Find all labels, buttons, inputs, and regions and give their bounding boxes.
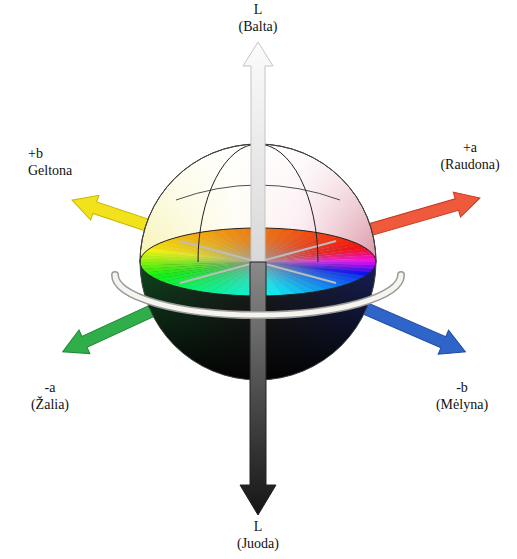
hue-ring-edge (115, 275, 401, 315)
axis-label: L (Juoda) (237, 519, 279, 553)
axis-label-slot: -a (Žalia) (31, 380, 69, 414)
axis-label-slot: +a (Raudona) (440, 140, 499, 174)
axis-label-slot: -b (Mėlyna) (436, 380, 488, 414)
axis-label-slot: L (Balta) (239, 2, 278, 36)
axis-label: -a (Žalia) (31, 380, 69, 414)
axis-label: L (Balta) (239, 2, 278, 36)
axis-label-slot: +b Geltona (28, 146, 72, 180)
axis-label-slot: L (Juoda) (237, 519, 279, 553)
white-axis-arrow (243, 42, 273, 262)
axis-label: -b (Mėlyna) (436, 380, 488, 414)
black-axis-arrow (240, 262, 276, 515)
hue-ring (115, 275, 401, 315)
axis-label: +b Geltona (28, 146, 72, 180)
axis-label: +a (Raudona) (440, 140, 499, 174)
